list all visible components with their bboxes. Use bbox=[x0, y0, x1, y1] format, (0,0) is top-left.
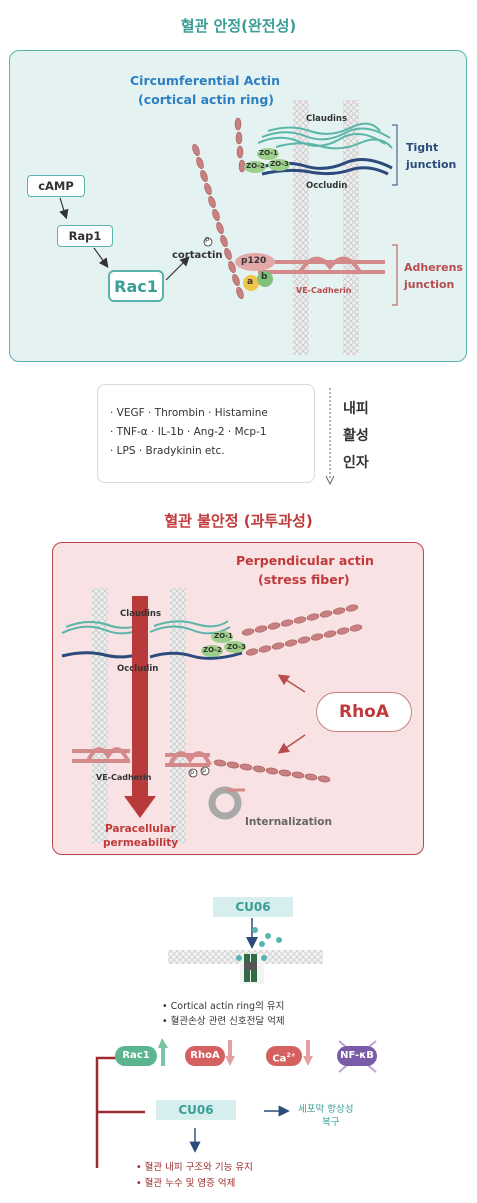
claudins-label: Claudins bbox=[306, 114, 348, 124]
calcium-sup: 2+ bbox=[286, 1052, 296, 1059]
p120-complex bbox=[235, 253, 275, 291]
rap1-box: Rap1 bbox=[57, 225, 113, 247]
tight-label-2: junction bbox=[406, 158, 457, 171]
calcium-label: Ca bbox=[272, 1053, 287, 1065]
zo1-label-unstable: ZO-1 bbox=[214, 632, 233, 640]
stable-panel bbox=[9, 50, 467, 362]
stable-title: 혈관 안정(완전성) bbox=[180, 17, 297, 35]
rhoa-ellipse: RhoA bbox=[316, 692, 412, 732]
phospho-label-2: p bbox=[202, 766, 207, 774]
ve-cadherin-label-stable: VE-Cadherin bbox=[296, 286, 352, 295]
ve-cadherin-stable bbox=[258, 256, 385, 274]
zo-proteins bbox=[244, 148, 290, 173]
claudin-strands bbox=[257, 122, 393, 150]
factors-side-1: 내피 bbox=[343, 401, 369, 417]
unstable-zo bbox=[201, 631, 246, 657]
paracellular-shaft bbox=[132, 596, 148, 796]
zo2-label-unstable: ZO-2 bbox=[203, 646, 222, 654]
activating-factors-box: · VEGF · Thrombin · Histamine · TNF-α · … bbox=[97, 384, 315, 483]
membrane-repair-1: 세포막 항상성 bbox=[298, 1104, 354, 1115]
occludin-label: Occludin bbox=[306, 181, 348, 191]
tight-label-1: Tight bbox=[406, 141, 439, 154]
cortical-actin-chain bbox=[192, 117, 246, 300]
beta-catenin-label: b bbox=[261, 272, 268, 282]
ve-cadherin-label-unstable: VE-Cadherin bbox=[96, 773, 152, 782]
factors-side-2: 활성 bbox=[343, 428, 369, 444]
actin-title-1: Circumferential Actin bbox=[130, 73, 280, 88]
nfkb-pill: NF-κB bbox=[337, 1046, 377, 1066]
factors-line-2: · TNF-α · IL-1b · Ang-2 · Mcp-1 bbox=[110, 426, 267, 438]
stress-title-1: Perpendicular actin bbox=[236, 553, 374, 568]
zo1-label: ZO-1 bbox=[259, 149, 278, 157]
cu06-top-box: CU06 bbox=[213, 897, 293, 917]
ve-cadherin-unstable bbox=[72, 747, 212, 767]
alpha-catenin-label: a bbox=[247, 277, 254, 287]
adherens-label-2: junction bbox=[404, 278, 455, 291]
factors-side-3: 인자 bbox=[343, 455, 369, 471]
zo3-label-unstable: ZO-3 bbox=[227, 643, 246, 651]
rac1-box: Rac1 bbox=[108, 270, 164, 302]
occludin-label-unstable: Occludin bbox=[117, 664, 159, 674]
camp-box: cAMP bbox=[27, 175, 85, 197]
paracellular-label-2: permeability bbox=[103, 837, 179, 849]
calcium-pill: Ca2+ bbox=[266, 1046, 302, 1066]
claudins-label-unstable: Claudins bbox=[120, 609, 162, 619]
factors-line-1: · VEGF · Thrombin · Histamine bbox=[110, 407, 268, 419]
cell-membrane bbox=[168, 950, 323, 984]
outcome-bullet-1: • 혈관 내피 구조와 기능 유지 bbox=[136, 1162, 253, 1173]
phospho-label-1: p bbox=[190, 768, 195, 776]
cortactin-label: cortactin bbox=[172, 250, 223, 261]
zo2-label: ZO-2 bbox=[246, 162, 265, 170]
actin-title-2: (cortical actin ring) bbox=[138, 92, 274, 107]
unstable-title: 혈관 불안정 (과투과성) bbox=[164, 512, 313, 530]
rac1-pill: Rac1 bbox=[115, 1046, 157, 1066]
mechanism-bullet-2: • 혈관손상 관련 신호전달 억제 bbox=[162, 1016, 285, 1027]
outcome-bullet-2: • 혈관 누수 및 염증 억제 bbox=[136, 1178, 236, 1189]
zo3-label: ZO-3 bbox=[270, 160, 289, 168]
stress-title-2: (stress fiber) bbox=[258, 572, 350, 587]
cu06-molecules bbox=[252, 927, 282, 947]
adherens-label-1: Adherens bbox=[404, 261, 463, 274]
p120-label: p120 bbox=[241, 256, 267, 266]
rhoa-pill: RhoA bbox=[185, 1046, 225, 1066]
stress-fibers bbox=[213, 604, 363, 783]
mechanism-bullet-1: • Cortical actin ring의 유지 bbox=[162, 1001, 285, 1012]
cu06-mid-box: CU06 bbox=[156, 1100, 236, 1120]
paracellular-head bbox=[124, 796, 156, 818]
phospho-label-stable: p bbox=[205, 235, 210, 243]
factors-line-3: · LPS · Bradykinin etc. bbox=[110, 445, 225, 457]
paracellular-label-1: Paracellular bbox=[105, 823, 176, 835]
phospho-stable bbox=[203, 237, 213, 247]
membrane-repair-2: 복구 bbox=[322, 1117, 340, 1128]
internalization-ring bbox=[208, 786, 242, 820]
internalization-label: Internalization bbox=[245, 816, 332, 828]
